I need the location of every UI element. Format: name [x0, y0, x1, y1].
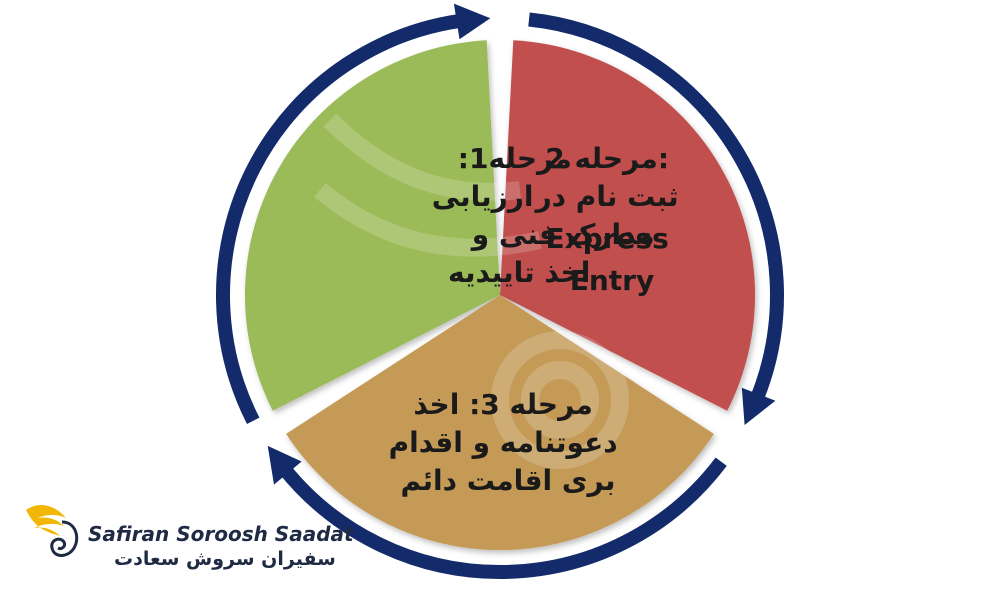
- step3-text: مرحله 3: اخذ دعوتنامه و اقدام بری اقامت …: [389, 388, 628, 497]
- step2-line-3: Express: [545, 222, 668, 255]
- segment-step2: [500, 40, 756, 411]
- cycle-ring-arc: [216, 13, 463, 424]
- step2-text: مرحله 2: ثبت نام در Express Entry: [534, 142, 689, 297]
- step3-line-1: مرحله 3: اخذ: [413, 388, 592, 421]
- cycle-arrow-head: [453, 3, 491, 40]
- segment-step3: [286, 295, 714, 551]
- step3-line-3: بری اقامت دائم: [401, 464, 616, 497]
- phoenix-icon: [26, 504, 79, 557]
- step1-text: مرحله1: ارزیابی مدارک فنی و اخذ تاییدیه: [422, 142, 655, 289]
- cycle-ring-arc: [279, 457, 727, 579]
- step1-line-4: اخذ تاییدیه: [448, 256, 590, 289]
- cycle-arrow-head: [741, 387, 776, 425]
- step2-line-1: مرحله 2:: [545, 142, 669, 175]
- watermark-logo: [314, 113, 629, 469]
- step1-line-1: مرحله1:: [458, 142, 572, 175]
- brand-name-fa: سفیران سروش سعادت: [114, 548, 336, 570]
- brand-name-en: Safiran Soroosh Saadat: [88, 522, 354, 546]
- cycle-ring-arc: [528, 12, 784, 402]
- segment-step1: [244, 40, 500, 411]
- step1-line-3: مدارک فنی و: [470, 218, 655, 251]
- step1-line-2: ارزیابی: [432, 180, 534, 213]
- brand-logo: Safiran Soroosh Saadat سفیران سروش سعادت: [18, 492, 354, 582]
- cycle-arrow-head: [267, 445, 302, 485]
- step2-line-4: Entry: [570, 264, 655, 297]
- step3-line-2: دعوتنامه و اقدام: [389, 426, 618, 459]
- step2-line-2: ثبت نام در: [534, 180, 679, 213]
